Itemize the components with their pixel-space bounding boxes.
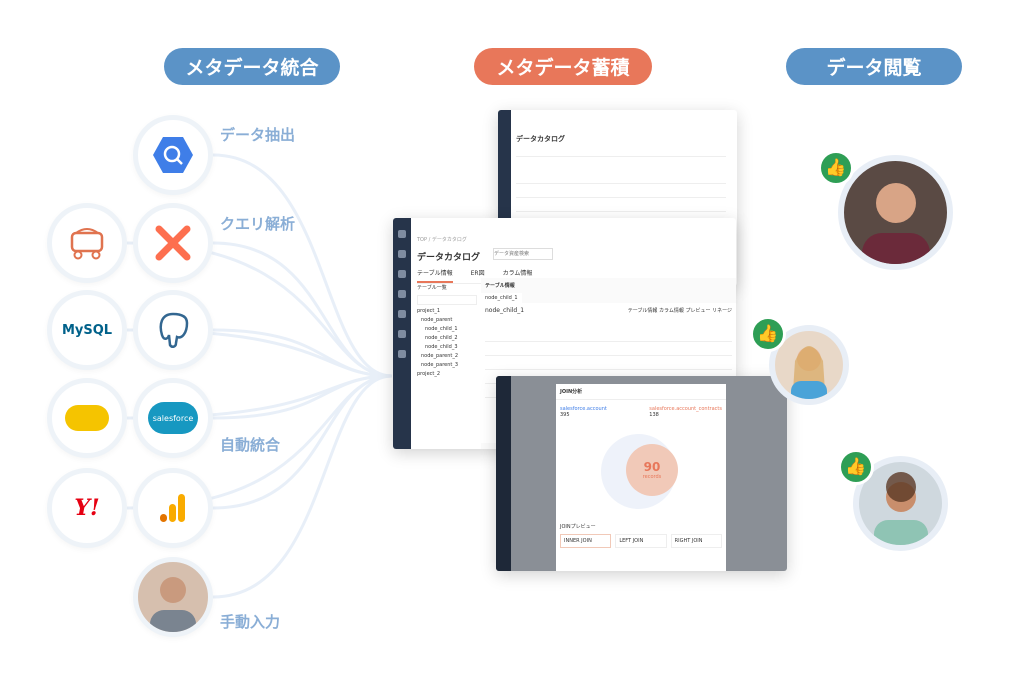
tab-table-info[interactable]: テーブル情報 bbox=[417, 268, 453, 283]
right-table: salesforce.account_contracts bbox=[649, 406, 722, 412]
overlap-count: 90 bbox=[643, 460, 661, 474]
breadcrumb: TOP / データカタログ bbox=[417, 237, 467, 243]
user-avatar-2 bbox=[769, 325, 849, 405]
mysql-logo-text: MySQL bbox=[61, 322, 113, 338]
thumbs-up-icon: 👍 bbox=[838, 449, 874, 485]
salesforce-icon: salesforce bbox=[133, 378, 213, 458]
left-join-option[interactable]: LEFT JOIN bbox=[615, 534, 667, 548]
header-metadata-storage: メタデータ蓄積 bbox=[474, 48, 652, 85]
header-metadata-integration: メタデータ統合 bbox=[164, 48, 340, 85]
tree-item[interactable]: node_parent_3 bbox=[421, 362, 459, 368]
tree-item[interactable]: node_parent_2 bbox=[421, 353, 459, 359]
tree-item[interactable]: node_child_2 bbox=[425, 335, 458, 341]
bigquery-icon bbox=[133, 115, 213, 195]
thumbs-up-icon: 👍 bbox=[818, 150, 854, 186]
left-count: 395 bbox=[560, 412, 570, 418]
label-auto-integration: 自動統合 bbox=[220, 436, 281, 454]
left-table: salesforce.account bbox=[560, 406, 607, 412]
label-data-extraction: データ抽出 bbox=[220, 126, 296, 144]
tab-column-info[interactable]: カラム情報 bbox=[502, 270, 533, 277]
snowflake-icon bbox=[47, 378, 127, 458]
tab-er[interactable]: ER図 bbox=[470, 270, 485, 277]
postgresql-icon bbox=[133, 290, 213, 370]
label-manual-input: 手動入力 bbox=[220, 613, 281, 631]
mysql-icon: MySQL bbox=[47, 290, 127, 370]
preview-button[interactable]: プレビュー bbox=[685, 308, 711, 314]
label-query-analysis: クエリ解析 bbox=[220, 215, 296, 233]
dbt-icon bbox=[133, 203, 213, 283]
tree-item[interactable]: node_child_3 bbox=[425, 344, 458, 350]
tree-item[interactable]: project_2 bbox=[417, 371, 441, 377]
right-join-option[interactable]: RIGHT JOIN bbox=[670, 534, 722, 548]
table-info-button[interactable]: テーブル情報 bbox=[627, 308, 658, 314]
user-avatar-1 bbox=[838, 155, 953, 270]
modal-title: JOIN分析 bbox=[556, 384, 726, 400]
tree-item[interactable]: node_parent bbox=[421, 317, 453, 323]
embulk-icon bbox=[47, 203, 127, 283]
table-tab[interactable]: node_child_1 bbox=[481, 293, 522, 303]
section-title: テーブル情報 bbox=[485, 283, 515, 289]
yahoo-icon: Y! bbox=[47, 468, 127, 548]
yahoo-logo-text: Y! bbox=[74, 495, 100, 521]
overlap-label: records bbox=[642, 474, 662, 480]
salesforce-logo-text: salesforce bbox=[152, 413, 194, 423]
inner-join-option[interactable]: INNER JOIN bbox=[560, 534, 612, 548]
tree-item[interactable]: project_1 bbox=[417, 308, 441, 314]
tree-item[interactable]: node_child_1 bbox=[425, 326, 458, 332]
catalog-title: データカタログ bbox=[516, 135, 565, 143]
tree-header: テーブル一覧 bbox=[417, 285, 447, 291]
column-info-button[interactable]: カラム情報 bbox=[659, 308, 684, 314]
join-preview-title: JOINプレビュー bbox=[560, 524, 596, 530]
table-name: node_child_1 bbox=[485, 307, 525, 314]
lineage-button[interactable]: リネージ bbox=[712, 308, 732, 314]
thumbs-up-icon: 👍 bbox=[750, 316, 786, 352]
right-count: 138 bbox=[649, 412, 659, 418]
google-analytics-icon bbox=[133, 468, 213, 548]
asset-search-input[interactable] bbox=[493, 248, 553, 260]
header-data-browsing: データ閲覧 bbox=[786, 48, 962, 85]
person-avatar bbox=[133, 557, 213, 637]
catalog-title: データカタログ bbox=[417, 253, 481, 263]
